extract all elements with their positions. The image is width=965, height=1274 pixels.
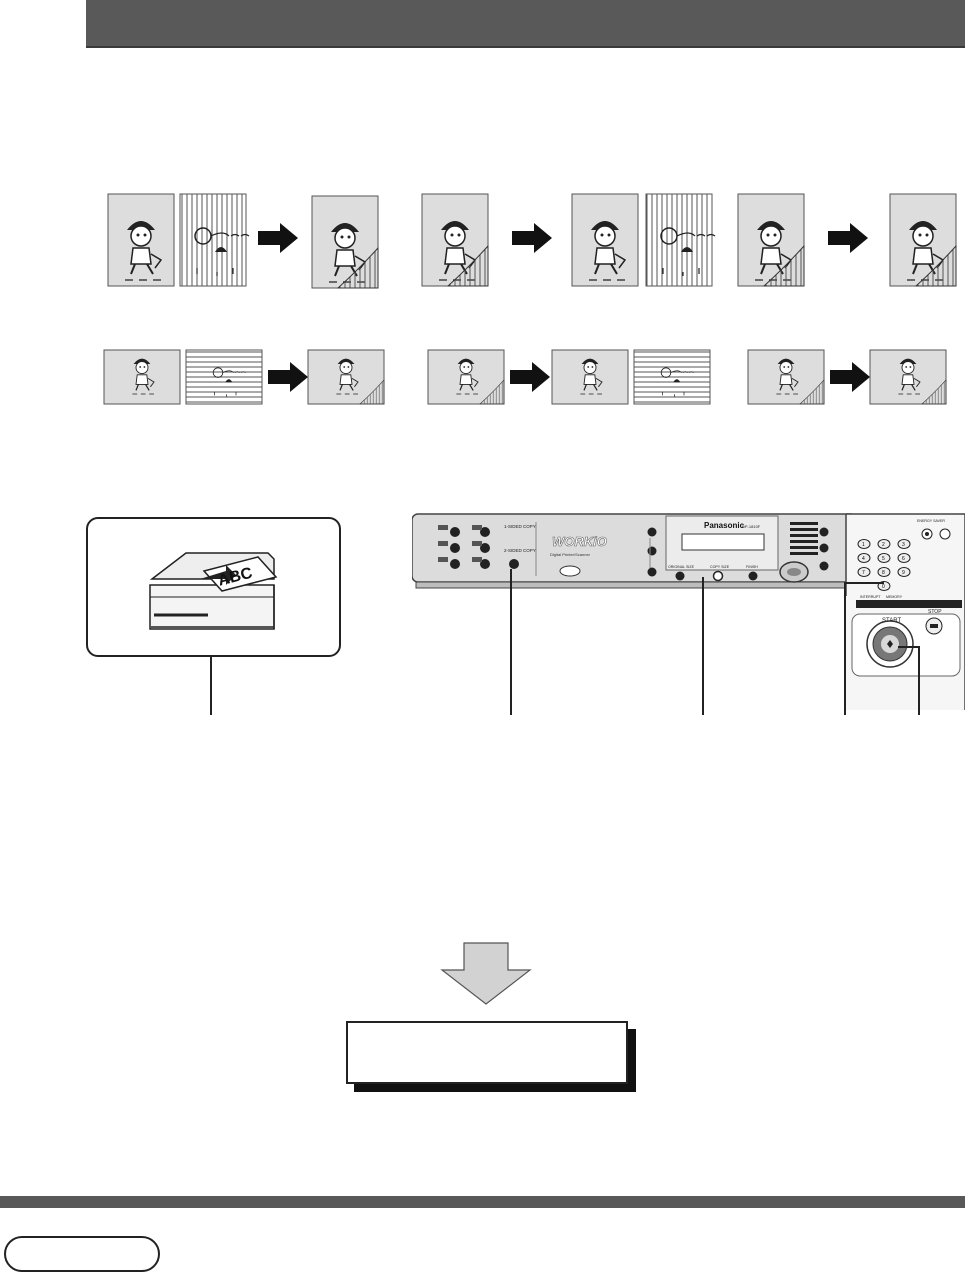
adf-callout: ABC: [86, 517, 341, 657]
label-finish: FINISH: [746, 565, 758, 569]
label-two-sided: 2-SIDED COPY: [504, 548, 536, 553]
leader-duplex: [510, 569, 512, 715]
label-one-sided: 1-SIDED COPY: [504, 524, 536, 529]
key-4[interactable]: [857, 553, 871, 563]
key-8[interactable]: [877, 567, 891, 577]
function-strip: [856, 600, 962, 608]
key-4-label: 4: [862, 556, 865, 562]
key-6[interactable]: [897, 553, 911, 563]
brand-logo: WORKiO: [552, 534, 607, 549]
down-arrow-icon: [440, 942, 532, 1005]
key-1-label: 1: [862, 542, 865, 548]
leader-key-h: [844, 582, 884, 584]
footer-rule: [0, 1196, 965, 1208]
key-9-label: 9: [902, 570, 905, 576]
label-energy-saver: ENERGY SAVER: [917, 519, 945, 523]
start-icon: [887, 640, 893, 648]
keypad-row-1: 1 2 3: [857, 539, 911, 549]
leader-start-h: [898, 646, 920, 648]
key-3-label: 3: [902, 542, 905, 548]
row2-group3: [747, 349, 947, 405]
middle-buttons: [647, 527, 657, 577]
key-6-label: 6: [902, 556, 905, 562]
callout-leader: [210, 657, 212, 715]
keypad-row-2: 4 5 6: [857, 553, 911, 563]
paper-tray-indicator: [790, 522, 818, 555]
header-bar: [86, 0, 965, 48]
key-7[interactable]: [857, 567, 871, 577]
model-label: DP-1810F: [742, 524, 761, 529]
key-1[interactable]: [857, 539, 871, 549]
key-0-label: 0: [882, 584, 885, 590]
brand-subtitle: Digital Printer/Scanner: [550, 552, 591, 557]
numeric-keypad: 1 2 3 4 5 6 7 8 9 0: [857, 539, 911, 591]
left-buttons: 1-SIDED COPY 2-SIDED COPY: [438, 524, 536, 569]
key-2[interactable]: [877, 539, 891, 549]
stop-label: STOP: [928, 609, 942, 615]
footer-pill: [4, 1236, 160, 1272]
original-size-button[interactable]: [675, 571, 685, 581]
key-5-label: 5: [882, 556, 885, 562]
row2-group2: [427, 349, 711, 405]
key-3[interactable]: [897, 539, 911, 549]
control-panel: 1-SIDED COPY 2-SIDED COPY WORKiO Digital…: [412, 513, 965, 710]
row1-group3: [737, 193, 957, 287]
stop-icon: [930, 624, 938, 628]
row2-group1: [103, 349, 385, 405]
key-5[interactable]: [877, 553, 891, 563]
leader-copy-size: [702, 577, 704, 715]
row1-group1: [107, 193, 379, 289]
key-7-label: 7: [862, 570, 865, 576]
maker-label: Panasonic: [704, 521, 745, 530]
print-button[interactable]: [559, 565, 581, 577]
keypad-row-3: 7 8 9: [857, 567, 911, 577]
adf-illustration: ABC: [149, 552, 278, 630]
label-copy-size: COPY SIZE: [710, 565, 730, 569]
key-2-label: 2: [882, 542, 885, 548]
row1-group2: [421, 193, 716, 287]
label-original-size: ORIGINAL SIZE: [668, 565, 695, 569]
label-interrupt: INTERRUPT: [860, 595, 881, 599]
label-memory: MEMORY: [886, 595, 903, 599]
copy-size-button[interactable]: [712, 570, 724, 582]
leader-key: [844, 582, 846, 715]
reset-button[interactable]: [939, 528, 951, 540]
leader-start: [918, 646, 920, 715]
duplex-button[interactable]: [509, 559, 519, 569]
key-8-label: 8: [882, 570, 885, 576]
copy-mode-illustrations: [103, 193, 957, 405]
lcd-display: [681, 533, 765, 551]
key-9[interactable]: [897, 567, 911, 577]
result-box: [346, 1021, 628, 1084]
finish-button[interactable]: [748, 571, 758, 581]
